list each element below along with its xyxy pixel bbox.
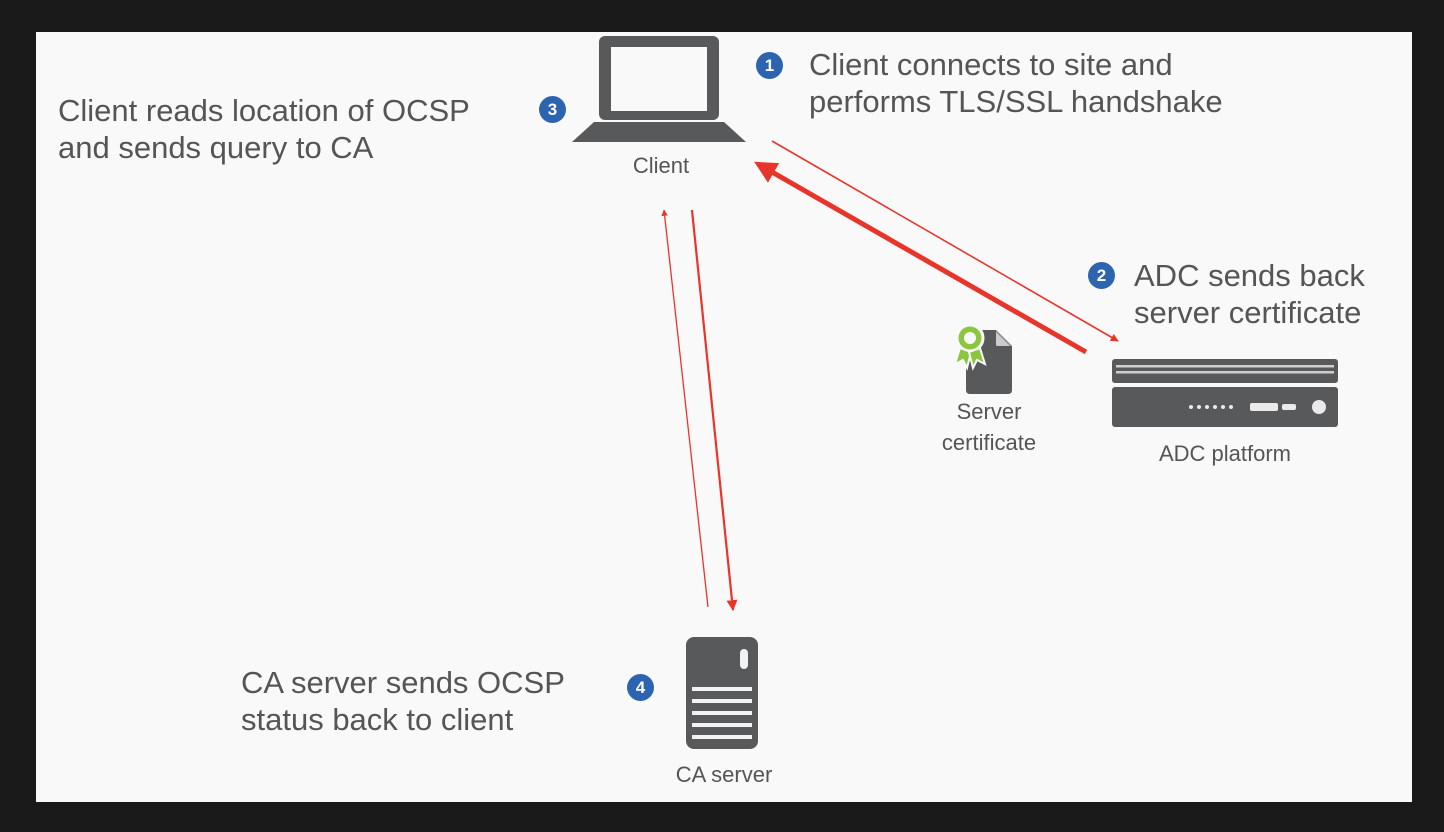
step-3-line-2: and sends query to CA (58, 130, 374, 165)
flow-arrows (661, 140, 1119, 612)
server-certificate-label: Server certificate (916, 396, 1062, 458)
arrow-adc-to-client (754, 161, 1088, 355)
certificate-icon (953, 323, 1012, 394)
step-1-line-2: performs TLS/SSL handshake (809, 84, 1223, 119)
step-3-text: Client reads location of OCSP and sends … (58, 92, 470, 166)
step-2-badge: 2 (1088, 262, 1115, 289)
arrow-client-to-adc (771, 140, 1119, 342)
step-3-line-1: Client reads location of OCSP (58, 93, 470, 128)
step-1-line-1: Client connects to site and (809, 47, 1173, 82)
step-2-line-1: ADC sends back (1134, 258, 1365, 293)
adc-platform-label: ADC platform (1158, 441, 1292, 466)
tower-server-icon (686, 637, 758, 749)
ocsp-diagram: Client ADC platform CA server Server cer… (36, 32, 1412, 802)
client-label: Client (632, 153, 690, 178)
certificate-label-line-1: Server (956, 399, 1022, 424)
arrow-ca-to-client (661, 209, 709, 608)
step-1-text: Client connects to site and performs TLS… (809, 46, 1223, 120)
step-2-text: ADC sends back server certificate (1134, 257, 1365, 331)
step-4-line-1: CA server sends OCSP (241, 665, 565, 700)
step-2-line-2: server certificate (1134, 295, 1362, 330)
step-4-line-2: status back to client (241, 702, 514, 737)
step-4-text: CA server sends OCSP status back to clie… (241, 664, 565, 738)
certificate-label-line-2: certificate (941, 430, 1037, 455)
step-4-badge: 4 (627, 674, 654, 701)
ca-server-label: CA server (675, 762, 773, 787)
step-1-badge: 1 (756, 52, 783, 79)
arrow-client-to-ca (690, 209, 738, 612)
step-3-badge: 3 (539, 96, 566, 123)
rack-server-icon (1112, 359, 1338, 427)
laptop-icon (572, 36, 746, 142)
